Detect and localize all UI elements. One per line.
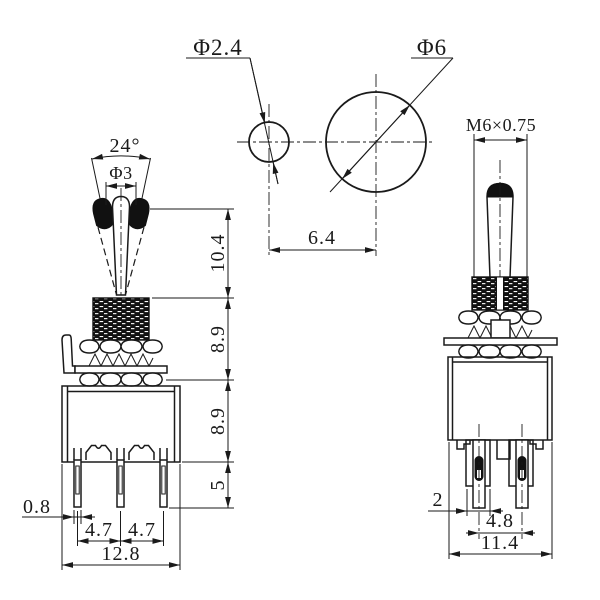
- lever-right-edge-b: [125, 227, 145, 295]
- threaded-bushing-front: [92, 297, 150, 341]
- switch-body-side: [447, 356, 553, 441]
- label-throw-angle: 24°: [110, 135, 141, 157]
- hole-layout-view: Φ2.4 Φ6 6.4: [186, 35, 454, 256]
- terminal-1-slot: [75, 465, 80, 495]
- label-lever-dia: Φ3: [109, 163, 132, 183]
- label-body-depth: 11.4: [481, 532, 519, 554]
- terminal-width-dim: 2: [428, 489, 503, 516]
- large-hole-arrow-bottom: [341, 141, 377, 180]
- bushing-keyway-slot: [496, 276, 504, 311]
- side-body-center-notch: [496, 440, 511, 460]
- terminal-thickness-dim: 0.8: [22, 496, 95, 524]
- label-pin-pitch-a: 4.7: [85, 519, 113, 541]
- label-terminal-length: 5: [207, 480, 229, 491]
- side-view: M6×0.75: [428, 115, 558, 559]
- body-mold-detail-right: [128, 444, 155, 460]
- switch-body-front: [61, 385, 181, 463]
- lug-keyway-tab: [490, 319, 511, 339]
- label-pin-pitch-b: 4.7: [128, 519, 156, 541]
- body-mold-detail-left: [85, 444, 112, 460]
- terminal-3: [159, 459, 168, 508]
- label-small-hole-dia: Φ2.4: [193, 35, 243, 60]
- body-depth-dim: 11.4: [448, 442, 553, 559]
- chain-extension-lines: [150, 208, 234, 509]
- lever-left-edge-a: [97, 227, 117, 295]
- hex-nut-bottom-side: [458, 344, 542, 359]
- solder-lug-tab: [61, 334, 76, 374]
- lock-washer-front: [88, 352, 154, 368]
- label-body-width: 12.8: [102, 543, 141, 565]
- terminal-1: [73, 459, 82, 508]
- body-width-dim: 12.8: [61, 464, 181, 570]
- side-pin-pitch-dim: 4.8: [466, 510, 535, 536]
- lever-cap-right: [127, 197, 150, 230]
- label-body-height: 8.9: [207, 407, 229, 435]
- hex-nut-bottom-front: [79, 372, 163, 387]
- terminal-3-slot: [161, 465, 166, 495]
- front-pin-pitch-dims: 4.7 4.7: [77, 511, 164, 546]
- side-body-bottom-hooks: [456, 440, 544, 450]
- label-side-pin-pitch: 4.8: [486, 510, 514, 532]
- label-terminal-thickness: 0.8: [23, 496, 51, 518]
- front-view: 24° Φ3: [22, 135, 234, 570]
- label-hole-spacing: 6.4: [308, 227, 336, 249]
- terminal-2-slot: [118, 465, 123, 495]
- throw-angle-left-line: [91, 157, 102, 205]
- label-lever-height: 10.4: [207, 234, 229, 273]
- label-terminal-width: 2: [433, 489, 444, 511]
- label-large-hole-dia: Φ6: [417, 35, 447, 60]
- small-hole-arrow-bottom: [272, 162, 279, 185]
- large-hole-arrow-top: [375, 104, 411, 143]
- front-vertical-dim-chain: 10.4 8.9 8.9 5: [150, 208, 234, 509]
- large-mounting-hole: [325, 91, 427, 193]
- solder-lug-plate-side: [443, 337, 558, 346]
- throw-angle-right-line: [140, 157, 151, 205]
- terminal-2: [116, 459, 125, 508]
- lever-cap-left: [92, 197, 115, 230]
- terminals-side: [465, 424, 534, 539]
- hex-nut-top-front: [79, 339, 163, 354]
- solder-lug-plate-front: [74, 365, 168, 374]
- terminal-roots: [73, 448, 168, 460]
- label-bushing-height: 8.9: [207, 325, 229, 353]
- label-thread-spec: M6×0.75: [466, 115, 536, 135]
- small-mounting-hole: [248, 121, 290, 163]
- small-hole-arrow-top: [249, 57, 266, 124]
- terminals-front: [73, 459, 168, 508]
- throw-angle-arc: [91, 153, 151, 160]
